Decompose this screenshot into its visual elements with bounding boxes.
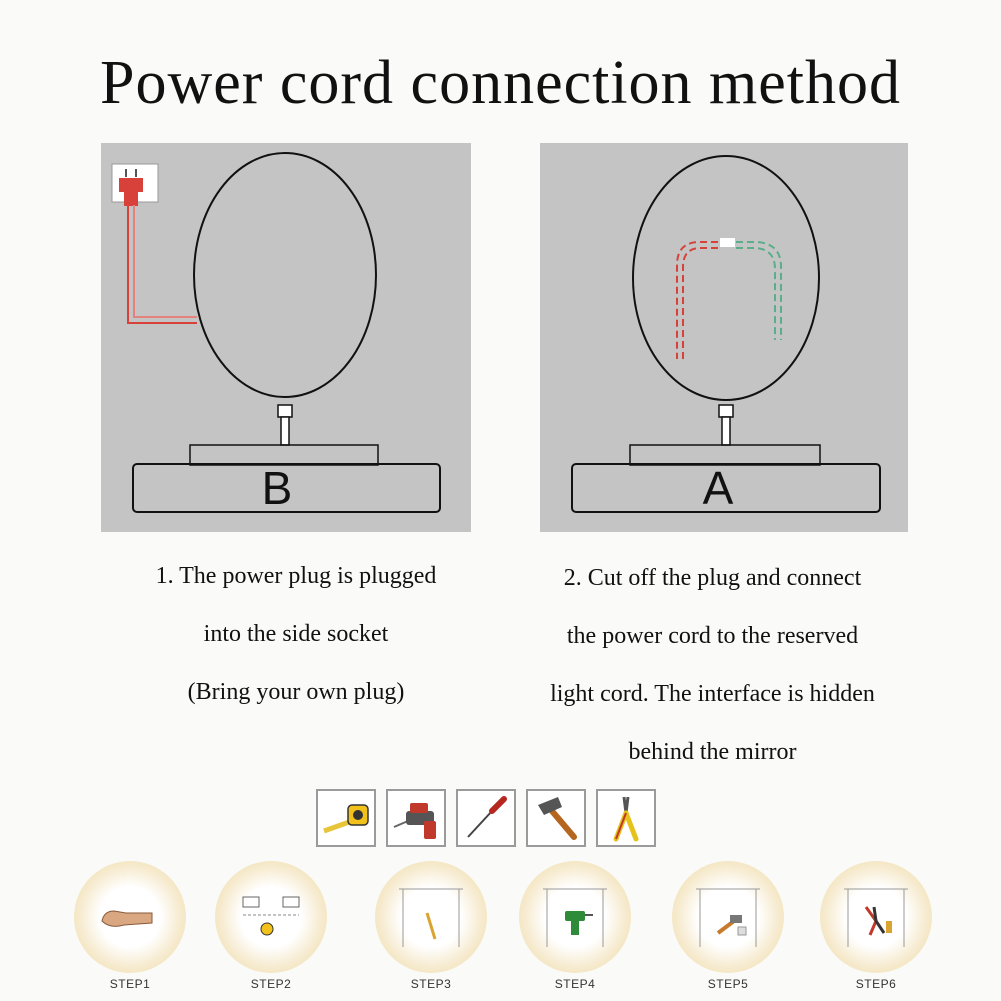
mirror-stand bbox=[280, 416, 290, 446]
hammer-icon bbox=[538, 797, 577, 840]
power-cord bbox=[127, 205, 197, 324]
installation-steps: STEP1 STEP2 STEP3 bbox=[0, 857, 1001, 1001]
step-2: STEP2 bbox=[206, 857, 336, 1001]
caption-line: the power cord to the reserved bbox=[566, 623, 859, 649]
step-label: STEP4 bbox=[554, 977, 596, 991]
caption-line: into the side socket bbox=[203, 621, 389, 647]
step-label: STEP6 bbox=[855, 977, 897, 991]
screwdriver-icon bbox=[467, 796, 507, 838]
caption-line: (Bring your own plug) bbox=[187, 679, 405, 705]
mirror-stand bbox=[721, 416, 731, 446]
step-label: STEP3 bbox=[410, 977, 452, 991]
page-title: Power cord connection method bbox=[99, 49, 902, 117]
panel-letter-b: B bbox=[261, 462, 293, 514]
panel-letter-a: A bbox=[702, 462, 734, 514]
tool-pliers bbox=[596, 789, 656, 847]
mirror-base bbox=[132, 463, 441, 513]
electric-drill-icon bbox=[393, 803, 436, 839]
mirror-hidden-wiring-diagram bbox=[571, 155, 881, 513]
mirror-side-socket-diagram bbox=[111, 152, 441, 513]
caption-line: light cord. The interface is hidden bbox=[550, 681, 875, 707]
arm-icon bbox=[101, 910, 153, 927]
tape-measure-icon bbox=[323, 804, 369, 834]
step-label: STEP5 bbox=[707, 977, 749, 991]
caption-line: 1. The power plug is plugged bbox=[155, 563, 437, 589]
pencil-icon bbox=[399, 888, 463, 947]
step-3: STEP3 bbox=[366, 857, 496, 1001]
oval-mirror bbox=[632, 155, 820, 401]
pliers-icon bbox=[844, 888, 908, 947]
mirror-base bbox=[571, 463, 881, 513]
panel-b-side-socket: B bbox=[101, 143, 471, 532]
step-1: STEP1 bbox=[65, 857, 195, 1001]
measure-icon bbox=[242, 896, 300, 936]
caption-side-socket: 1. The power plug is plugged into the si… bbox=[96, 547, 496, 721]
caption-hidden-connection: 2. Cut off the plug and connect the powe… bbox=[500, 549, 925, 781]
drill-icon bbox=[543, 888, 607, 947]
step-label: STEP2 bbox=[250, 977, 292, 991]
step-6: STEP6 bbox=[811, 857, 941, 1001]
tool-hammer bbox=[526, 789, 586, 847]
oval-mirror bbox=[193, 152, 377, 398]
step-5: STEP5 bbox=[663, 857, 793, 1001]
step-label: STEP1 bbox=[109, 977, 151, 991]
pliers-icon bbox=[613, 796, 639, 842]
power-plug-icon bbox=[119, 178, 143, 192]
panel-a-hidden-connection: A bbox=[540, 143, 908, 532]
hammer-icon bbox=[696, 888, 760, 947]
tools-row bbox=[316, 789, 656, 847]
red-wire bbox=[676, 241, 718, 359]
step-4: STEP4 bbox=[510, 857, 640, 1001]
caption-line: 2. Cut off the plug and connect bbox=[563, 565, 862, 591]
tool-screwdriver bbox=[456, 789, 516, 847]
tool-tape-measure bbox=[316, 789, 376, 847]
wire-connector bbox=[720, 238, 735, 247]
tool-electric-drill bbox=[386, 789, 446, 847]
caption-line: behind the mirror bbox=[628, 739, 797, 765]
green-wire bbox=[736, 241, 782, 340]
